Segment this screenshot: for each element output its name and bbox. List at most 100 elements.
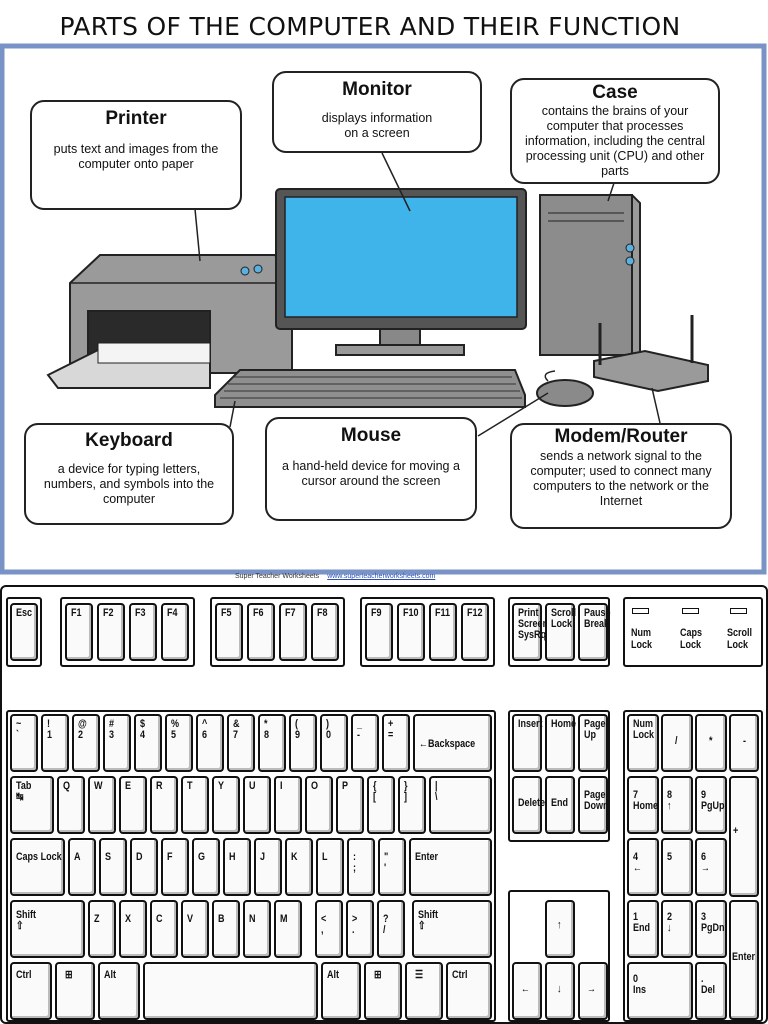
key-f9[interactable]: F9 [365,603,393,661]
key-f8[interactable]: F8 [311,603,339,661]
key-m[interactable]: M [274,900,302,958]
key-numpad-add[interactable]: + [729,776,759,897]
key-x[interactable]: X [119,900,147,958]
credit-url[interactable]: www.superteacherworksheets.com [327,573,436,580]
key-c[interactable]: C [150,900,178,958]
key-insert[interactable]: Insert [512,714,543,772]
key-f3[interactable]: F3 [129,603,157,661]
key-esc[interactable]: Esc [10,603,38,661]
key-right-windows[interactable]: ⊞ [364,962,402,1020]
key-numpad-decimal[interactable]: . Del [695,962,727,1020]
key-numpad-6[interactable]: 6 → [695,838,727,896]
key-f7[interactable]: F7 [279,603,307,661]
key-tab[interactable]: Tab ↹ [10,776,54,834]
key-3[interactable]: # 3 [103,714,131,772]
key-2[interactable]: @ 2 [72,714,100,772]
key-left-bracket[interactable]: { [ [367,776,395,834]
key-u[interactable]: U [243,776,271,834]
key-numpad-1[interactable]: 1 End [627,900,659,958]
key-slash[interactable]: ? / [377,900,405,958]
key-5[interactable]: % 5 [165,714,193,772]
key-z[interactable]: Z [88,900,116,958]
key-numpad-2[interactable]: 2 ↓ [661,900,693,958]
key-minus[interactable]: _ - [351,714,379,772]
key-right-alt[interactable]: Alt [321,962,361,1020]
key-e[interactable]: E [119,776,147,834]
key-numpad-7[interactable]: 7 Home [627,776,659,834]
key-numpad-5[interactable]: 5 [661,838,693,896]
key-0[interactable]: ) 0 [320,714,348,772]
key-left-windows[interactable]: ⊞ [55,962,95,1020]
key-g[interactable]: G [192,838,220,896]
key-arrow-down[interactable]: ↓ [545,962,575,1020]
key-4[interactable]: $ 4 [134,714,162,772]
key-semicolon[interactable]: : ; [347,838,375,896]
key-page-down[interactable]: Page Down [578,776,609,834]
key-h[interactable]: H [223,838,251,896]
key-right-shift[interactable]: Shift ⇧ [412,900,492,958]
key-spacebar[interactable] [143,962,318,1020]
key-numpad-3[interactable]: 3 PgDn [695,900,727,958]
key-numpad-subtract[interactable]: - [729,714,759,772]
key-period[interactable]: > . [346,900,374,958]
key-f2[interactable]: F2 [97,603,125,661]
key-numpad-8[interactable]: 8 ↑ [661,776,693,834]
key-left-shift[interactable]: Shift ⇧ [10,900,85,958]
key-quote[interactable]: " ' [378,838,406,896]
key-9[interactable]: ( 9 [289,714,317,772]
key-enter[interactable]: Enter [409,838,492,896]
key-left-ctrl[interactable]: Ctrl [10,962,52,1020]
key-i[interactable]: I [274,776,302,834]
key-caps-lock[interactable]: Caps Lock [10,838,65,896]
key-a[interactable]: A [68,838,96,896]
key-arrow-left[interactable]: ← [512,962,542,1020]
key-v[interactable]: V [181,900,209,958]
key-p[interactable]: P [336,776,364,834]
key-q[interactable]: Q [57,776,85,834]
key-numpad-enter[interactable]: Enter [729,900,759,1020]
key-backspace[interactable]: ←Backspace [413,714,492,772]
key-left-alt[interactable]: Alt [98,962,140,1020]
key-y[interactable]: Y [212,776,240,834]
key-backslash[interactable]: | \ [429,776,492,834]
key-o[interactable]: O [305,776,333,834]
key-numpad-0[interactable]: 0 Ins [627,962,693,1020]
key-f5[interactable]: F5 [215,603,243,661]
key-page-up[interactable]: Page Up [578,714,608,772]
key-f12[interactable]: F12 [461,603,489,661]
key-d[interactable]: D [130,838,158,896]
key-delete[interactable]: Delete [512,776,545,834]
key-pause[interactable]: Pause Break [578,603,611,661]
key-n[interactable]: N [243,900,271,958]
key-f10[interactable]: F10 [397,603,425,661]
key-f1[interactable]: F1 [65,603,93,661]
key-print-screen[interactable]: Print Screen SysRq [512,603,548,661]
key-scroll-lock[interactable]: Scroll Lock [545,603,576,661]
key-numpad-divide[interactable]: / [661,714,693,772]
key-numpad-9[interactable]: 9 PgUp [695,776,727,834]
key-f4[interactable]: F4 [161,603,189,661]
key-b[interactable]: B [212,900,240,958]
key-right-ctrl[interactable]: Ctrl [446,962,492,1020]
key-right-bracket[interactable]: } ] [398,776,426,834]
key-menu[interactable]: ☰ [405,962,443,1020]
key-1[interactable]: ! 1 [41,714,69,772]
key-r[interactable]: R [150,776,178,834]
key-f[interactable]: F [161,838,189,896]
key-arrow-up[interactable]: ↑ [545,900,575,958]
key-tilde[interactable]: ~ ` [10,714,38,772]
key-6[interactable]: ^ 6 [196,714,224,772]
key-7[interactable]: & 7 [227,714,255,772]
key-8[interactable]: * 8 [258,714,286,772]
key-end[interactable]: End [545,776,575,834]
key-w[interactable]: W [88,776,116,834]
key-arrow-right[interactable]: → [578,962,608,1020]
key-f6[interactable]: F6 [247,603,275,661]
key-equal[interactable]: + = [382,714,410,772]
key-l[interactable]: L [316,838,344,896]
key-k[interactable]: K [285,838,313,896]
key-s[interactable]: S [99,838,127,896]
key-comma[interactable]: < , [315,900,343,958]
key-numpad-multiply[interactable]: * [695,714,727,772]
key-f11[interactable]: F11 [429,603,457,661]
